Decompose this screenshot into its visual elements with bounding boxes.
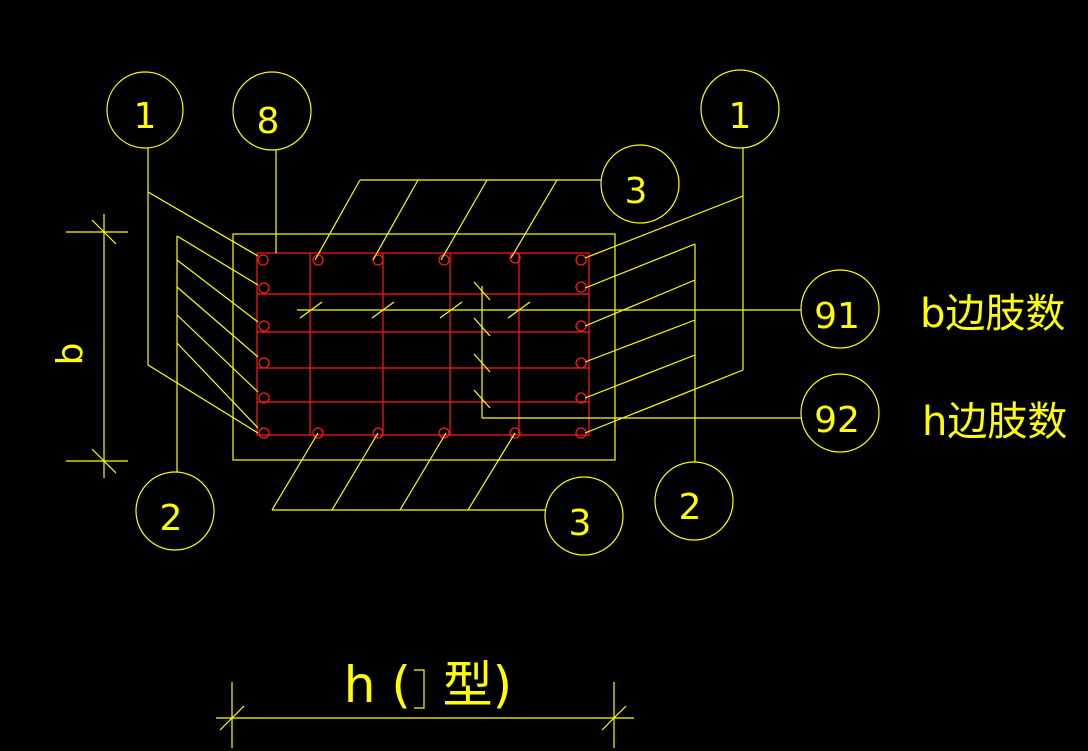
dimension-b: b xyxy=(50,214,128,478)
dimension-b-label: b xyxy=(50,343,91,366)
callout-2-left: 2 xyxy=(135,235,259,551)
dimension-h: h ( 型) xyxy=(216,656,634,748)
rebar-circle xyxy=(312,254,324,266)
callout-1-left-label: 1 xyxy=(134,96,157,137)
callout-2-right-label: 2 xyxy=(679,487,702,528)
dimension-h-label: h ( 型) xyxy=(344,656,512,714)
legend-b-legs: b边肢数 xyxy=(920,291,1065,337)
callout-92: 92 xyxy=(473,281,880,453)
rebar-circle xyxy=(575,357,587,369)
callout-8-label: 8 xyxy=(257,101,280,142)
rebar-circle xyxy=(258,320,270,332)
stirrup-grid xyxy=(256,252,590,436)
rebar-circle xyxy=(258,392,270,404)
rebar-circle xyxy=(257,254,269,266)
rebar-circle xyxy=(575,281,587,293)
rebar-circle xyxy=(312,427,324,439)
callout-91: 91 xyxy=(297,269,880,349)
callout-3-bottom: 3 xyxy=(271,432,624,556)
callout-3-top: 3 xyxy=(314,144,680,261)
callout-8: 8 xyxy=(232,71,312,253)
callout-2-right: 2 xyxy=(584,243,734,541)
column-section-outline xyxy=(232,233,616,461)
rebar-circle xyxy=(509,252,521,264)
rebar-circle xyxy=(575,254,587,266)
rebar-circle xyxy=(438,427,450,439)
callout-3-top-label: 3 xyxy=(625,171,648,212)
rebar-circle xyxy=(372,427,384,439)
section-type-glyph xyxy=(414,669,425,709)
rebar-circle xyxy=(575,427,587,439)
callout-1-left: 1 xyxy=(106,71,259,434)
outer-stirrup xyxy=(256,252,590,436)
callout-91-label: 91 xyxy=(814,296,860,337)
rebar-circle xyxy=(575,320,587,332)
callout-3-bottom-label: 3 xyxy=(569,503,592,544)
legend-h-legs: h边肢数 xyxy=(922,399,1067,445)
rebar-circle xyxy=(258,357,270,369)
rebar-circle xyxy=(258,427,270,439)
callout-2-left-label: 2 xyxy=(160,498,183,539)
rebar-circle xyxy=(258,282,270,294)
rebar-circle xyxy=(509,427,521,439)
callout-1-right: 1 xyxy=(584,69,780,434)
callout-1-right-label: 1 xyxy=(729,96,752,137)
callout-92-label: 92 xyxy=(814,400,860,441)
rebar-bars xyxy=(257,252,587,439)
rebar-circle xyxy=(438,254,450,266)
